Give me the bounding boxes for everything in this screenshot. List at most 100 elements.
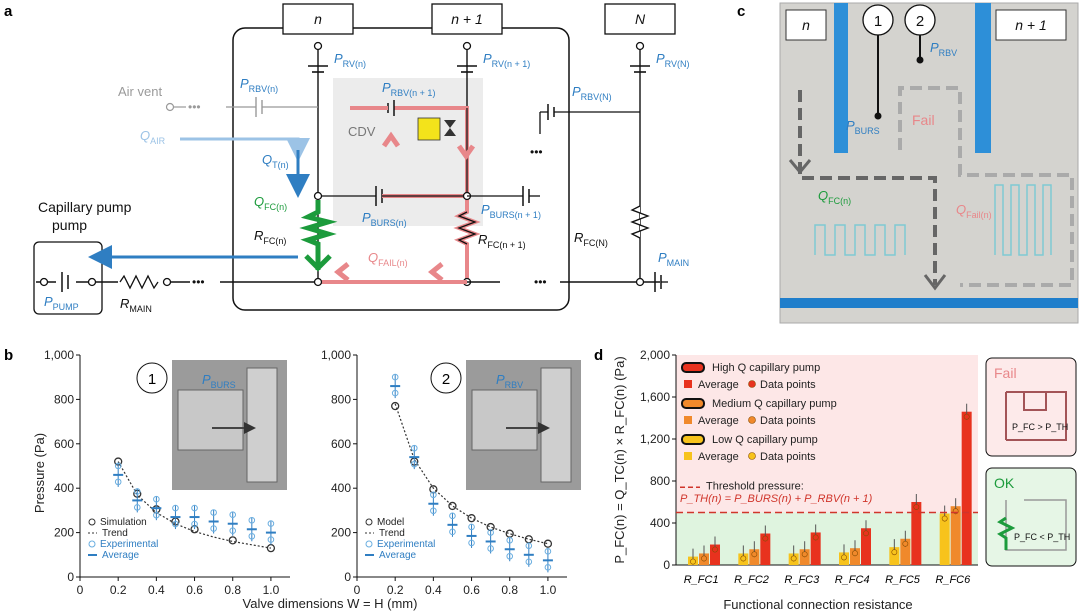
panel-label-c: c <box>737 3 745 20</box>
box-n1 <box>431 3 503 35</box>
svg-text:PRBV: PRBV <box>930 40 957 58</box>
model-point <box>228 536 237 545</box>
experimental-point <box>248 516 256 524</box>
d-ylabel: P_FC(n) = Q_TC(n) × R_FC(n) (Pa) <box>612 356 627 563</box>
inset-label-sub: RBV <box>505 380 524 390</box>
inset-label-p: P <box>202 372 211 387</box>
inset-circle <box>136 362 168 394</box>
side-fail-box <box>985 357 1077 457</box>
data-point <box>913 504 920 510</box>
svg-text:QAIR: QAIR <box>140 128 166 146</box>
data-point <box>863 530 869 537</box>
inset-channel <box>177 389 244 451</box>
legend-pump-label: High Q capillary pump <box>712 362 820 374</box>
experimental-point <box>153 495 160 503</box>
d-xlabel: Functional connection resistance <box>723 597 912 612</box>
y-tick-label: 0 <box>344 570 351 584</box>
experimental-point <box>506 552 514 560</box>
x-tick-label: 0 <box>77 583 84 597</box>
experimental-point <box>210 509 217 516</box>
category-label: R_FC3 <box>784 574 820 586</box>
svg-text:RFC(n): RFC(n) <box>254 228 286 246</box>
svg-text:•••: ••• <box>530 145 543 159</box>
experimental-point <box>449 528 456 536</box>
y-tick-label: 1,000 <box>321 348 351 362</box>
svg-text:PBURS(n): PBURS(n) <box>362 210 407 228</box>
category-label: R_FC6 <box>935 574 971 586</box>
x-tick-label: 0.8 <box>224 583 241 597</box>
panel-label-b: b <box>4 347 13 364</box>
experimental-point <box>172 504 179 512</box>
experimental-point <box>468 523 475 531</box>
experimental-point <box>544 564 552 571</box>
legend-marker <box>365 540 373 548</box>
x-tick-label: 0.2 <box>387 583 404 597</box>
bar <box>861 528 871 565</box>
experimental-point <box>468 539 475 547</box>
x-tick-label: 0.8 <box>501 583 518 597</box>
experimental-point <box>487 529 494 536</box>
x-tick-label: 0.6 <box>186 583 203 597</box>
side-ok-label: OK <box>994 475 1015 491</box>
legend-label: Trend <box>379 528 405 539</box>
cdv-label: CDV <box>348 124 376 139</box>
y-tick-label: 400 <box>331 481 351 495</box>
inset-circle-number: 1 <box>148 371 156 388</box>
data-point <box>841 554 847 561</box>
data-point <box>963 413 970 420</box>
legend-point-label: Data points <box>760 451 816 463</box>
y-tick-label: 200 <box>54 526 74 540</box>
legend-average-swatch <box>684 452 692 460</box>
svg-text:RMAIN: RMAIN <box>120 296 152 314</box>
bar <box>911 502 922 565</box>
y-tick-label: 600 <box>54 437 74 451</box>
model-point <box>543 539 553 548</box>
legend-label: Simulation <box>100 517 147 528</box>
svg-text:PPUMP: PPUMP <box>44 294 79 312</box>
side-fail-eq: P_FC > P_TH <box>1012 422 1068 432</box>
fail-region <box>676 355 978 513</box>
pump-box <box>33 241 103 315</box>
category-label: R_FC4 <box>835 574 870 586</box>
legend-point-label: Data points <box>760 379 816 391</box>
y-tick-label: 800 <box>650 474 670 488</box>
legend-point-swatch <box>748 416 756 424</box>
experimental-point <box>133 488 141 495</box>
panel-a: a n n + 1 N CDV PRV(n) PRV(n + 1) PRV(N) <box>4 3 690 315</box>
legend-point-swatch <box>748 452 756 460</box>
svg-text:PRBV(N): PRBV(N) <box>572 84 612 102</box>
model-point <box>391 401 400 411</box>
svg-text:•••: ••• <box>192 275 205 289</box>
x-tick-label: 0 <box>354 583 361 597</box>
svg-text:RFC(N): RFC(N) <box>574 230 608 248</box>
bar <box>710 544 720 565</box>
legend-pump-label: Medium Q capillary pump <box>712 398 837 410</box>
box-N <box>604 3 676 35</box>
y-tick-label: 2,000 <box>640 348 670 362</box>
data-point <box>902 540 909 547</box>
data-point <box>801 551 808 558</box>
experimental-point <box>391 389 399 397</box>
legend-pump-icon <box>681 398 705 409</box>
x-tick-label: 1.0 <box>540 583 557 597</box>
experimental-point <box>506 536 514 544</box>
experimental-point <box>191 520 198 528</box>
experimental-point <box>487 545 494 552</box>
data-point <box>740 555 747 562</box>
bar <box>900 538 911 565</box>
legend-pump-icon <box>681 362 705 373</box>
legend-marker <box>88 518 96 526</box>
svg-text:PRBV(n + 1): PRBV(n + 1) <box>382 80 435 98</box>
svg-text:•••: ••• <box>534 275 547 289</box>
bar <box>850 548 860 565</box>
panel-label-a: a <box>4 3 13 20</box>
box-N-label: N <box>635 11 646 27</box>
data-point <box>941 515 948 522</box>
svg-text:•••: ••• <box>188 100 201 114</box>
y-tick-label: 0 <box>663 558 670 572</box>
legend-label: Average <box>102 550 140 561</box>
chip-fail-label: Fail <box>912 112 935 128</box>
data-point <box>690 558 696 565</box>
experimental-point <box>430 507 437 515</box>
